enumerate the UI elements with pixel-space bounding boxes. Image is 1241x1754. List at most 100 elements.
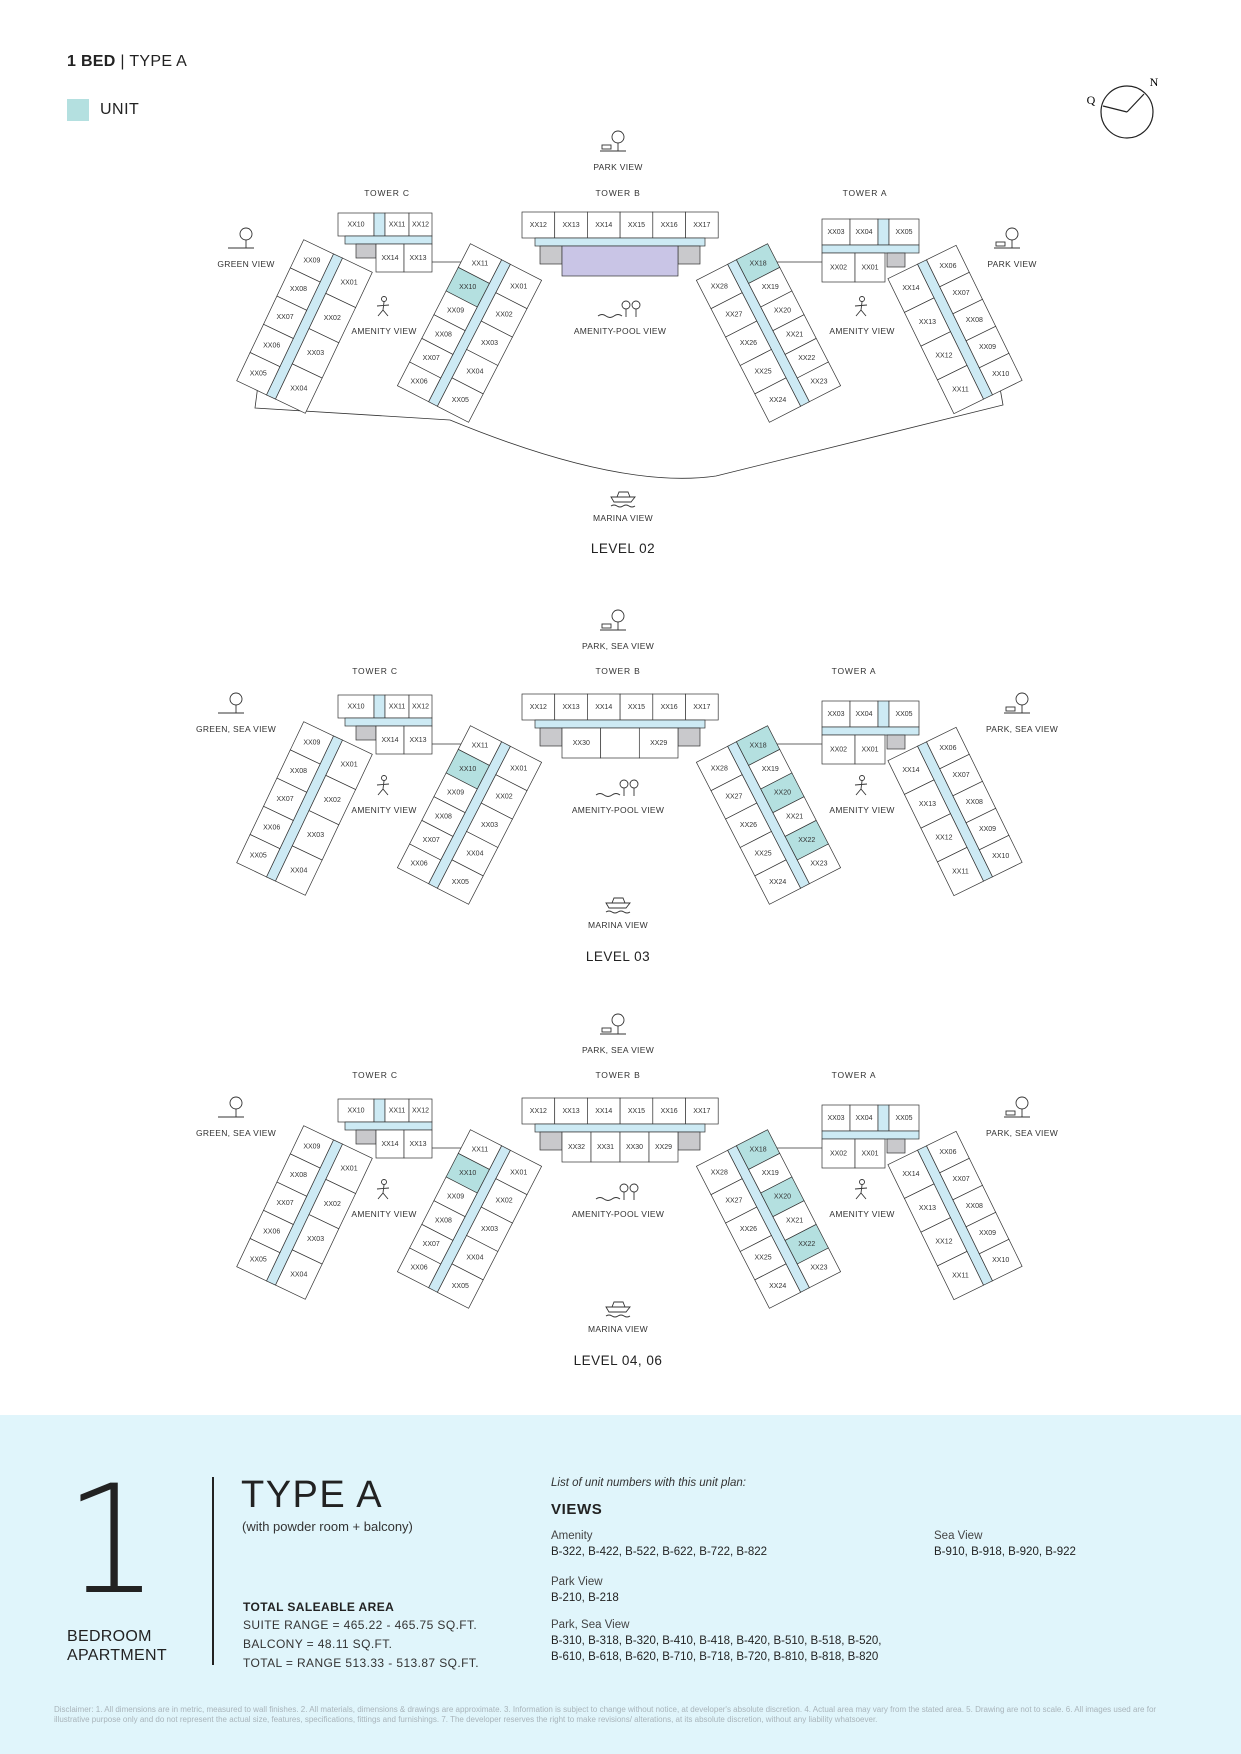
unit-cell[interactable] bbox=[652, 211, 686, 239]
unit-cell[interactable] bbox=[685, 1097, 719, 1125]
unit-label: XX14 bbox=[595, 1108, 612, 1115]
unit-cell[interactable] bbox=[275, 1249, 323, 1300]
unit-cell[interactable] bbox=[403, 725, 433, 755]
amenity-view-units: B-322, B-422, B-522, B-622, B-722, B-822 bbox=[551, 1546, 768, 1558]
unit-cell[interactable] bbox=[587, 693, 621, 721]
core bbox=[886, 1138, 906, 1154]
tower-a-label: TOWER A bbox=[832, 666, 877, 676]
unit-cell[interactable] bbox=[396, 1247, 442, 1289]
unit-label: XX11 bbox=[389, 221, 406, 228]
unit-cell[interactable] bbox=[619, 211, 654, 239]
unit-legend-swatch bbox=[67, 99, 89, 121]
unit-label: XX05 bbox=[452, 1283, 469, 1290]
unit-cell[interactable] bbox=[236, 352, 281, 396]
unit-label: XX23 bbox=[810, 1265, 827, 1272]
park-sea-view-units-2: B-610, B-618, B-620, B-710, B-718, B-720… bbox=[551, 1651, 879, 1663]
unit-cell[interactable] bbox=[796, 361, 842, 403]
unit-cell[interactable] bbox=[554, 1097, 588, 1125]
unit-label: XX20 bbox=[774, 1194, 791, 1201]
unit-cell[interactable] bbox=[236, 834, 281, 878]
unit-label: XX10 bbox=[347, 703, 364, 710]
unit-cell[interactable] bbox=[561, 727, 602, 759]
unit-cell[interactable] bbox=[854, 252, 886, 283]
unit-cell[interactable] bbox=[821, 700, 851, 728]
unit-cell[interactable] bbox=[652, 1097, 686, 1125]
unit-label: XX27 bbox=[725, 312, 742, 319]
unit-cell[interactable] bbox=[587, 211, 621, 239]
unit-label: XX09 bbox=[447, 308, 464, 315]
unit-cell[interactable] bbox=[638, 727, 679, 759]
unit-cell[interactable] bbox=[275, 363, 323, 414]
unit-cell[interactable] bbox=[521, 1097, 556, 1125]
unit-label: XX04 bbox=[466, 369, 483, 376]
unit-cell[interactable] bbox=[436, 1263, 484, 1309]
unit-cell[interactable] bbox=[888, 1104, 920, 1132]
unit-cell[interactable] bbox=[821, 1138, 856, 1169]
unit-cell[interactable] bbox=[396, 843, 442, 885]
unit-cell[interactable] bbox=[936, 364, 984, 415]
view-label-pool: AMENITY-POOL VIEW bbox=[572, 805, 664, 815]
unit-cell[interactable] bbox=[396, 361, 442, 403]
core bbox=[677, 245, 701, 265]
unit-cell[interactable] bbox=[375, 1129, 405, 1159]
unit-label: XX13 bbox=[919, 1205, 936, 1212]
unit-label: XX08 bbox=[290, 1172, 307, 1179]
view-label-top: PARK, SEA VIEW bbox=[582, 641, 654, 651]
unit-cell[interactable] bbox=[375, 725, 405, 755]
unit-label: XX07 bbox=[277, 796, 294, 803]
unit-cell[interactable] bbox=[936, 846, 984, 897]
unit-cell[interactable] bbox=[554, 211, 588, 239]
unit-label: XX03 bbox=[827, 711, 844, 718]
unit-cell[interactable] bbox=[888, 218, 920, 246]
unit-cell[interactable] bbox=[619, 1097, 654, 1125]
unit-cell[interactable] bbox=[561, 1131, 592, 1163]
unit-label: XX10 bbox=[992, 371, 1009, 378]
unit-cell[interactable] bbox=[978, 352, 1023, 396]
unit-cell[interactable] bbox=[521, 211, 556, 239]
unit-cell[interactable] bbox=[754, 859, 802, 905]
unit-label: XX23 bbox=[810, 861, 827, 868]
unit-cell[interactable] bbox=[796, 1247, 842, 1289]
bedroom-apartment-label: BEDROOM APARTMENT bbox=[67, 1627, 167, 1665]
unit-cell[interactable] bbox=[436, 377, 484, 423]
core bbox=[677, 727, 701, 747]
unit-cell[interactable] bbox=[587, 1097, 621, 1125]
unit-label: XX05 bbox=[895, 229, 912, 236]
unit-cell[interactable] bbox=[821, 252, 856, 283]
view-label-right: PARK, SEA VIEW bbox=[986, 724, 1058, 734]
tower-b-label: TOWER B bbox=[595, 666, 640, 676]
unit-cell[interactable] bbox=[849, 218, 879, 246]
unit-label: XX02 bbox=[830, 264, 847, 271]
unit-label: XX09 bbox=[447, 1194, 464, 1201]
unit-cell[interactable] bbox=[436, 859, 484, 905]
unit-cell[interactable] bbox=[754, 1263, 802, 1309]
unit-label: XX10 bbox=[992, 1257, 1009, 1264]
unit-cell[interactable] bbox=[403, 1129, 433, 1159]
unit-cell[interactable] bbox=[936, 1250, 984, 1301]
unit-cell[interactable] bbox=[978, 1238, 1023, 1282]
unit-cell[interactable] bbox=[854, 734, 886, 765]
unit-cell[interactable] bbox=[619, 693, 654, 721]
unit-cell[interactable] bbox=[403, 243, 433, 273]
unit-cell[interactable] bbox=[685, 693, 719, 721]
unit-cell[interactable] bbox=[619, 1131, 650, 1163]
unit-label: XX10 bbox=[459, 284, 476, 291]
unit-cell[interactable] bbox=[754, 377, 802, 423]
park-view-units: B-210, B-218 bbox=[551, 1592, 619, 1604]
unit-cell[interactable] bbox=[648, 1131, 679, 1163]
unit-cell[interactable] bbox=[854, 1138, 886, 1169]
unit-cell[interactable] bbox=[796, 843, 842, 885]
unit-cell[interactable] bbox=[590, 1131, 621, 1163]
unit-label: XX06 bbox=[411, 861, 428, 868]
unit-cell[interactable] bbox=[685, 211, 719, 239]
unit-label: XX10 bbox=[347, 221, 364, 228]
person-icon bbox=[854, 775, 868, 796]
saleable-area-title: TOTAL SALEABLE AREA bbox=[243, 1600, 395, 1614]
unit-cell[interactable] bbox=[821, 1104, 851, 1132]
unit-cell[interactable] bbox=[236, 1238, 281, 1282]
view-label-bottom: MARINA VIEW bbox=[593, 513, 653, 523]
unit-cell[interactable] bbox=[275, 845, 323, 896]
unit-label: XX14 bbox=[381, 255, 398, 262]
unit-cell[interactable] bbox=[978, 834, 1023, 878]
